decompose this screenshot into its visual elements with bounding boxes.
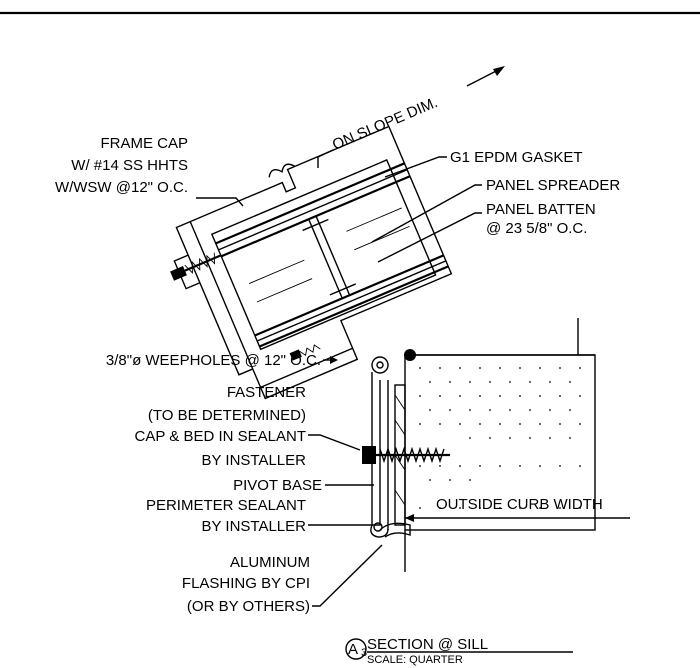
gasket-leader — [384, 156, 447, 178]
flashing-profile — [379, 522, 411, 538]
section-tag-letter: A — [348, 641, 358, 658]
spreader-label: PANEL SPREADER — [486, 177, 620, 194]
batten-label-1: PANEL BATTEN — [486, 201, 596, 218]
flashing-label-3: (OR BY OTHERS) — [187, 598, 310, 615]
curb-dot-pattern — [419, 367, 581, 509]
fastener-label-4: BY INSTALLER — [202, 452, 307, 469]
section-title: SECTION @ SILL — [367, 636, 488, 653]
perimeter-label-2: BY INSTALLER — [202, 518, 307, 535]
section-scale: SCALE: QUARTER — [367, 654, 463, 666]
section-tag-circle — [345, 638, 367, 660]
section-tag-number: 3 — [361, 647, 367, 659]
fastener-label-3: CAP & BED IN SEALANT — [135, 428, 306, 445]
batten-leader — [377, 212, 482, 263]
frame-cap-label-3: W/WSW @12" O.C. — [55, 179, 188, 196]
on-slope-leader-left — [317, 149, 334, 158]
flashing-label-1: ALUMINUM — [230, 554, 310, 571]
lower-screw — [289, 344, 321, 361]
frame-cap-leader — [196, 197, 244, 207]
frame-assembly — [170, 125, 453, 400]
perimeter-label-1: PERIMETER SEALANT — [146, 497, 306, 514]
fastener-leader — [308, 434, 361, 451]
frame-cap-label-2: W/ #14 SS HHTS — [71, 157, 188, 174]
flashing-leader — [312, 544, 383, 607]
frame-cap-screw — [170, 252, 222, 281]
on-slope-label: ON SLOPE DIM. — [330, 94, 440, 154]
curb-width-label: OUTSIDE CURB WIDTH — [436, 496, 603, 513]
pivot-label: PIVOT BASE — [233, 477, 322, 494]
curb — [404, 318, 596, 531]
weepholes-label: 3/8"ø WEEPHOLES @ 12" O.C. — [106, 352, 321, 369]
fastener-label-2: (TO BE DETERMINED) — [148, 407, 306, 424]
curb-fastener — [362, 446, 450, 464]
gasket-label: G1 EPDM GASKET — [450, 149, 583, 166]
frame-cap-label-1: FRAME CAP — [100, 135, 188, 152]
fastener-label-1: FASTENER — [227, 384, 306, 401]
section-title-block: A 3 SECTION @ SILL SCALE: QUARTER — [345, 636, 573, 666]
flashing-label-2: FLASHING BY CPI — [182, 575, 310, 592]
batten-label-2: @ 23 5/8" O.C. — [486, 220, 587, 237]
spreader-leader — [371, 184, 482, 243]
on-slope-arrowhead — [493, 66, 505, 76]
